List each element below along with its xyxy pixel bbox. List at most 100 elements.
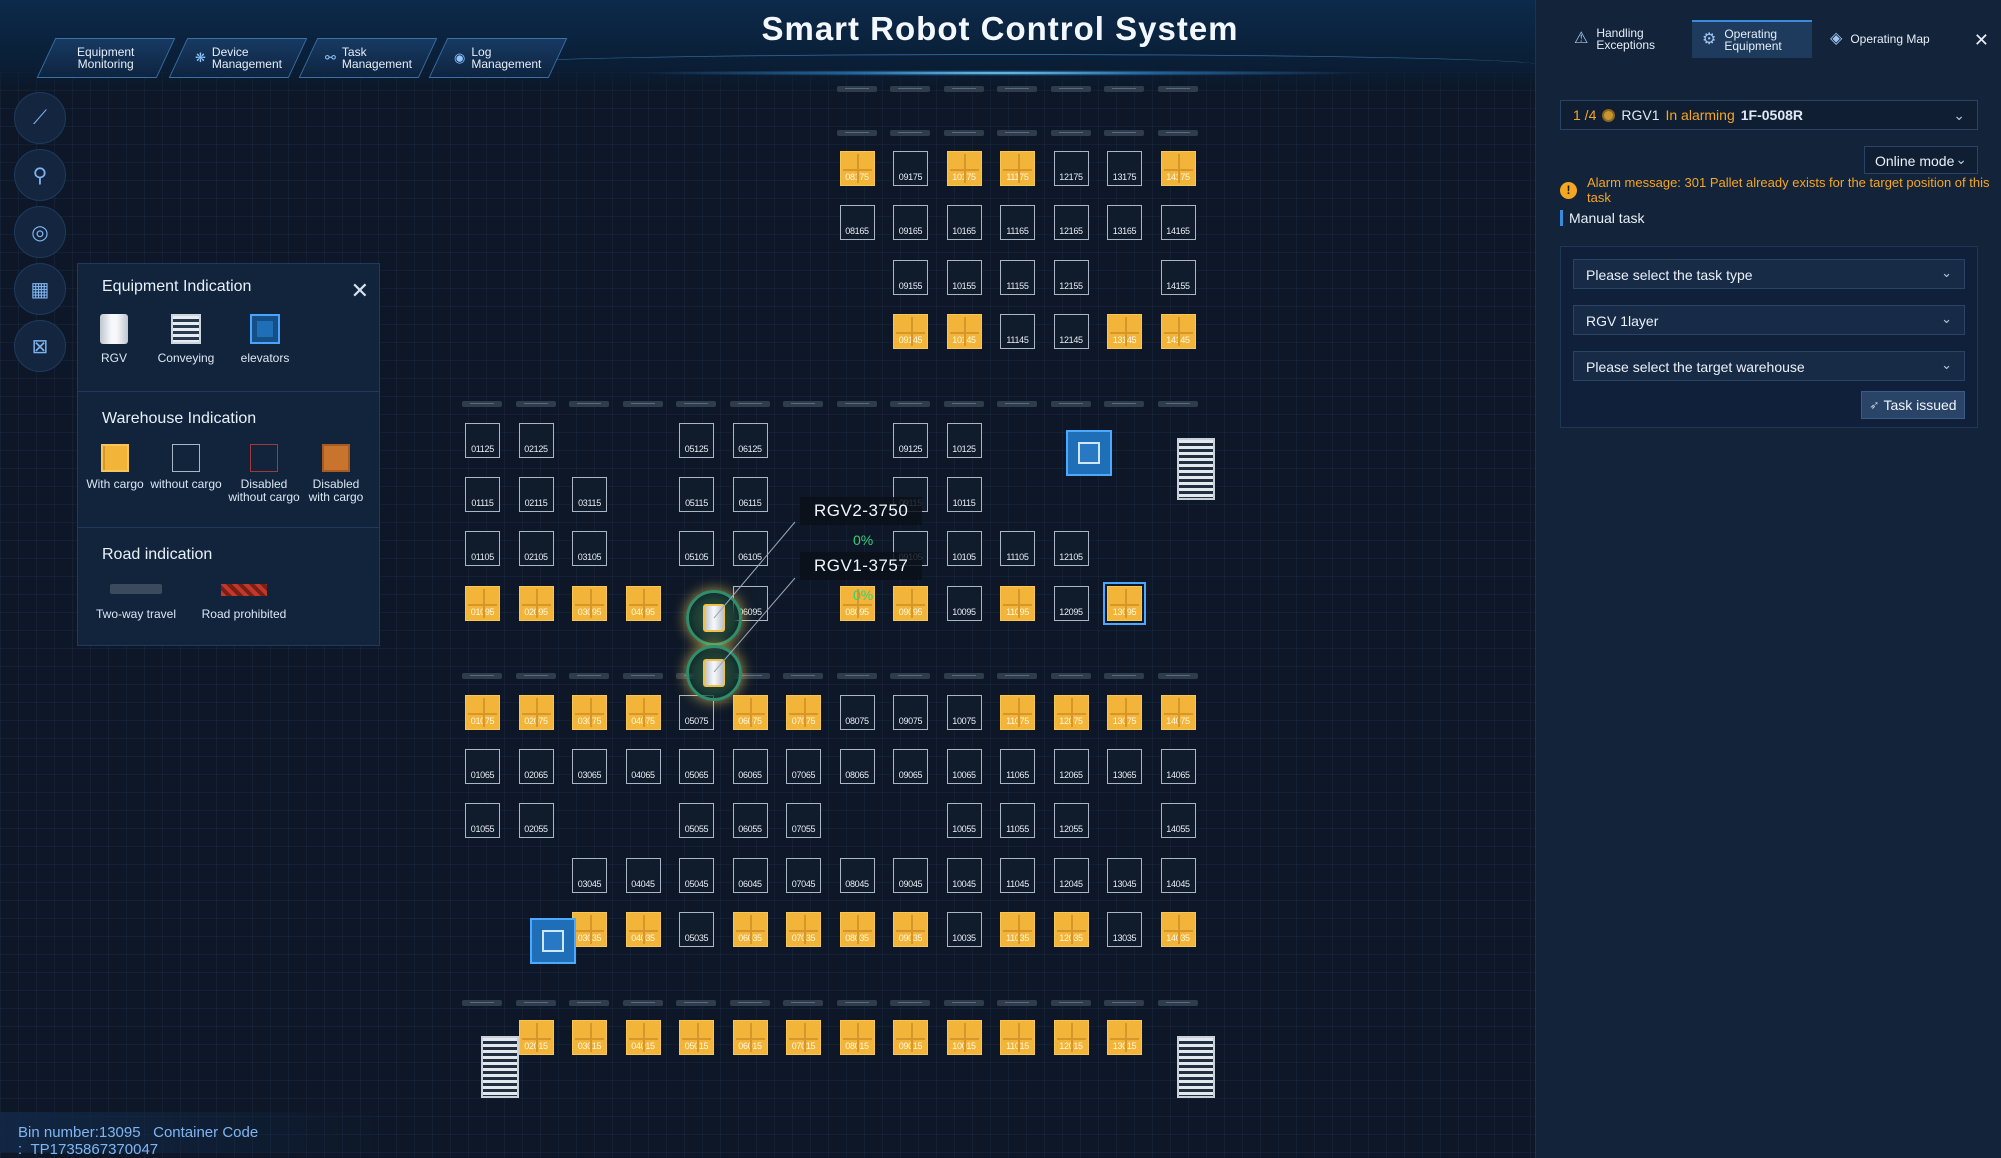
storage-cell-with-cargo[interactable]: 14175 bbox=[1160, 151, 1196, 186]
storage-cell-empty[interactable]: 02115 bbox=[518, 477, 554, 512]
storage-cell-empty[interactable]: 08065 bbox=[839, 749, 875, 784]
storage-cell-empty[interactable]: 14165 bbox=[1160, 205, 1196, 240]
storage-cell-empty[interactable]: 11105 bbox=[1000, 531, 1035, 566]
conveyor[interactable] bbox=[481, 1036, 519, 1098]
storage-cell-with-cargo[interactable]: 07035 bbox=[786, 912, 821, 947]
storage-cell-empty[interactable]: 11045 bbox=[1000, 858, 1035, 893]
storage-cell-with-cargo[interactable]: 14075 bbox=[1160, 695, 1196, 730]
storage-cell-empty[interactable]: 11145 bbox=[1000, 314, 1035, 349]
storage-cell-empty[interactable]: 11165 bbox=[1000, 205, 1035, 240]
storage-cell-empty[interactable]: 04065 bbox=[625, 749, 661, 784]
storage-cell-empty[interactable]: 05125 bbox=[679, 423, 714, 458]
storage-cell-with-cargo[interactable]: 02095 bbox=[518, 586, 554, 621]
search-button[interactable]: ⚲ bbox=[14, 149, 66, 201]
storage-cell-empty[interactable]: 12105 bbox=[1053, 531, 1089, 566]
storage-cell-with-cargo[interactable]: 02015 bbox=[518, 1020, 554, 1055]
rgv-vehicle[interactable] bbox=[686, 590, 742, 646]
storage-cell-empty[interactable]: 10075 bbox=[946, 695, 982, 730]
storage-cell-empty[interactable]: 14055 bbox=[1160, 803, 1196, 838]
storage-cell-with-cargo[interactable]: 06015 bbox=[732, 1020, 768, 1055]
storage-cell-with-cargo[interactable]: 08015 bbox=[839, 1020, 875, 1055]
storage-cell-empty[interactable]: 03065 bbox=[572, 749, 607, 784]
fit-button[interactable]: ⊠ bbox=[14, 320, 66, 372]
storage-cell-empty[interactable]: 14045 bbox=[1160, 858, 1196, 893]
storage-cell-empty[interactable]: 07065 bbox=[786, 749, 821, 784]
storage-cell-empty[interactable]: 11065 bbox=[1000, 749, 1035, 784]
storage-cell-empty[interactable]: 04045 bbox=[625, 858, 661, 893]
storage-cell-with-cargo[interactable]: 12075 bbox=[1053, 695, 1089, 730]
locate-button[interactable]: ◎ bbox=[14, 206, 66, 258]
storage-cell-with-cargo[interactable]: 06075 bbox=[732, 695, 768, 730]
storage-cell-empty[interactable]: 03105 bbox=[572, 531, 607, 566]
storage-cell-empty[interactable]: 05045 bbox=[679, 858, 714, 893]
storage-cell-empty[interactable]: 01115 bbox=[465, 477, 500, 512]
storage-cell-empty[interactable]: 01065 bbox=[465, 749, 500, 784]
storage-cell-empty[interactable]: 10055 bbox=[946, 803, 982, 838]
tab-operating-equipment[interactable]: ⚙Operating Equipment bbox=[1692, 20, 1812, 58]
conveyor[interactable] bbox=[1177, 438, 1215, 500]
storage-cell-empty[interactable]: 09165 bbox=[893, 205, 928, 240]
storage-cell-empty[interactable]: 10035 bbox=[946, 912, 982, 947]
storage-cell-empty[interactable]: 09125 bbox=[893, 423, 928, 458]
task-issued-button[interactable]: ➶Task issued bbox=[1861, 391, 1965, 419]
storage-cell-empty[interactable]: 12165 bbox=[1053, 205, 1089, 240]
storage-cell-with-cargo[interactable]: 01075 bbox=[465, 695, 500, 730]
storage-cell-empty[interactable]: 10045 bbox=[946, 858, 982, 893]
storage-cell-with-cargo[interactable]: 11075 bbox=[1000, 695, 1035, 730]
storage-cell-empty[interactable]: 12175 bbox=[1053, 151, 1089, 186]
storage-cell-empty[interactable]: 07055 bbox=[786, 803, 821, 838]
storage-cell-empty[interactable]: 08045 bbox=[839, 858, 875, 893]
storage-cell-with-cargo[interactable]: 03095 bbox=[572, 586, 607, 621]
storage-cell-empty[interactable]: 10165 bbox=[946, 205, 982, 240]
storage-cell-with-cargo[interactable]: 01095 bbox=[465, 586, 500, 621]
storage-cell-with-cargo[interactable]: 03075 bbox=[572, 695, 607, 730]
close-icon[interactable]: ✕ bbox=[350, 278, 369, 303]
storage-cell-empty[interactable]: 09045 bbox=[893, 858, 928, 893]
storage-cell-empty[interactable]: 01125 bbox=[465, 423, 500, 458]
storage-cell-empty[interactable]: 13035 bbox=[1107, 912, 1142, 947]
storage-cell-with-cargo[interactable]: 09015 bbox=[893, 1020, 928, 1055]
storage-cell-empty[interactable]: 09155 bbox=[893, 260, 928, 295]
storage-cell-with-cargo[interactable]: 13095 bbox=[1103, 582, 1146, 625]
storage-cell-with-cargo[interactable]: 02075 bbox=[518, 695, 554, 730]
storage-cell-with-cargo[interactable]: 05015 bbox=[679, 1020, 714, 1055]
storage-cell-with-cargo[interactable]: 09145 bbox=[893, 314, 928, 349]
storage-cell-with-cargo[interactable]: 08095 bbox=[839, 586, 875, 621]
storage-cell-empty[interactable]: 11155 bbox=[1000, 260, 1035, 295]
tab-handling-exceptions[interactable]: ⚠Handling Exceptions bbox=[1564, 20, 1684, 58]
storage-cell-with-cargo[interactable]: 11095 bbox=[1000, 586, 1035, 621]
storage-cell-empty[interactable]: 08165 bbox=[839, 205, 875, 240]
storage-cell-with-cargo[interactable]: 13075 bbox=[1107, 695, 1142, 730]
storage-cell-empty[interactable]: 09065 bbox=[893, 749, 928, 784]
storage-cell-with-cargo[interactable]: 04035 bbox=[625, 912, 661, 947]
storage-cell-empty[interactable]: 07045 bbox=[786, 858, 821, 893]
storage-cell-empty[interactable]: 09075 bbox=[893, 695, 928, 730]
storage-cell-with-cargo[interactable]: 08035 bbox=[839, 912, 875, 947]
storage-cell-with-cargo[interactable]: 13145 bbox=[1107, 314, 1142, 349]
storage-cell-with-cargo[interactable]: 14035 bbox=[1160, 912, 1196, 947]
ruler-button[interactable]: ⟋ bbox=[14, 92, 66, 144]
storage-cell-empty[interactable]: 06045 bbox=[732, 858, 768, 893]
storage-cell-empty[interactable]: 05065 bbox=[679, 749, 714, 784]
storage-cell-empty[interactable]: 10105 bbox=[946, 531, 982, 566]
target-warehouse-select[interactable]: Please select the target warehouse⌄ bbox=[1573, 351, 1965, 381]
storage-cell-with-cargo[interactable]: 13015 bbox=[1107, 1020, 1142, 1055]
storage-cell-with-cargo[interactable]: 10145 bbox=[946, 314, 982, 349]
storage-cell-with-cargo[interactable]: 04095 bbox=[625, 586, 661, 621]
storage-cell-empty[interactable]: 03045 bbox=[572, 858, 607, 893]
storage-cell-empty[interactable]: 05035 bbox=[679, 912, 714, 947]
storage-cell-with-cargo[interactable]: 14145 bbox=[1160, 314, 1196, 349]
storage-cell-with-cargo[interactable]: 11035 bbox=[1000, 912, 1035, 947]
storage-cell-with-cargo[interactable]: 08175 bbox=[839, 151, 875, 186]
storage-cell-empty[interactable]: 01055 bbox=[465, 803, 500, 838]
storage-cell-empty[interactable]: 10125 bbox=[946, 423, 982, 458]
storage-cell-with-cargo[interactable]: 07015 bbox=[786, 1020, 821, 1055]
storage-cell-with-cargo[interactable]: 03035 bbox=[572, 912, 607, 947]
close-icon[interactable]: ✕ bbox=[1973, 30, 1989, 50]
storage-cell-with-cargo[interactable]: 10015 bbox=[946, 1020, 982, 1055]
storage-cell-with-cargo[interactable]: 11175 bbox=[1000, 151, 1035, 186]
storage-cell-empty[interactable]: 02065 bbox=[518, 749, 554, 784]
storage-cell-empty[interactable]: 10115 bbox=[946, 477, 982, 512]
storage-cell-empty[interactable]: 13165 bbox=[1107, 205, 1142, 240]
